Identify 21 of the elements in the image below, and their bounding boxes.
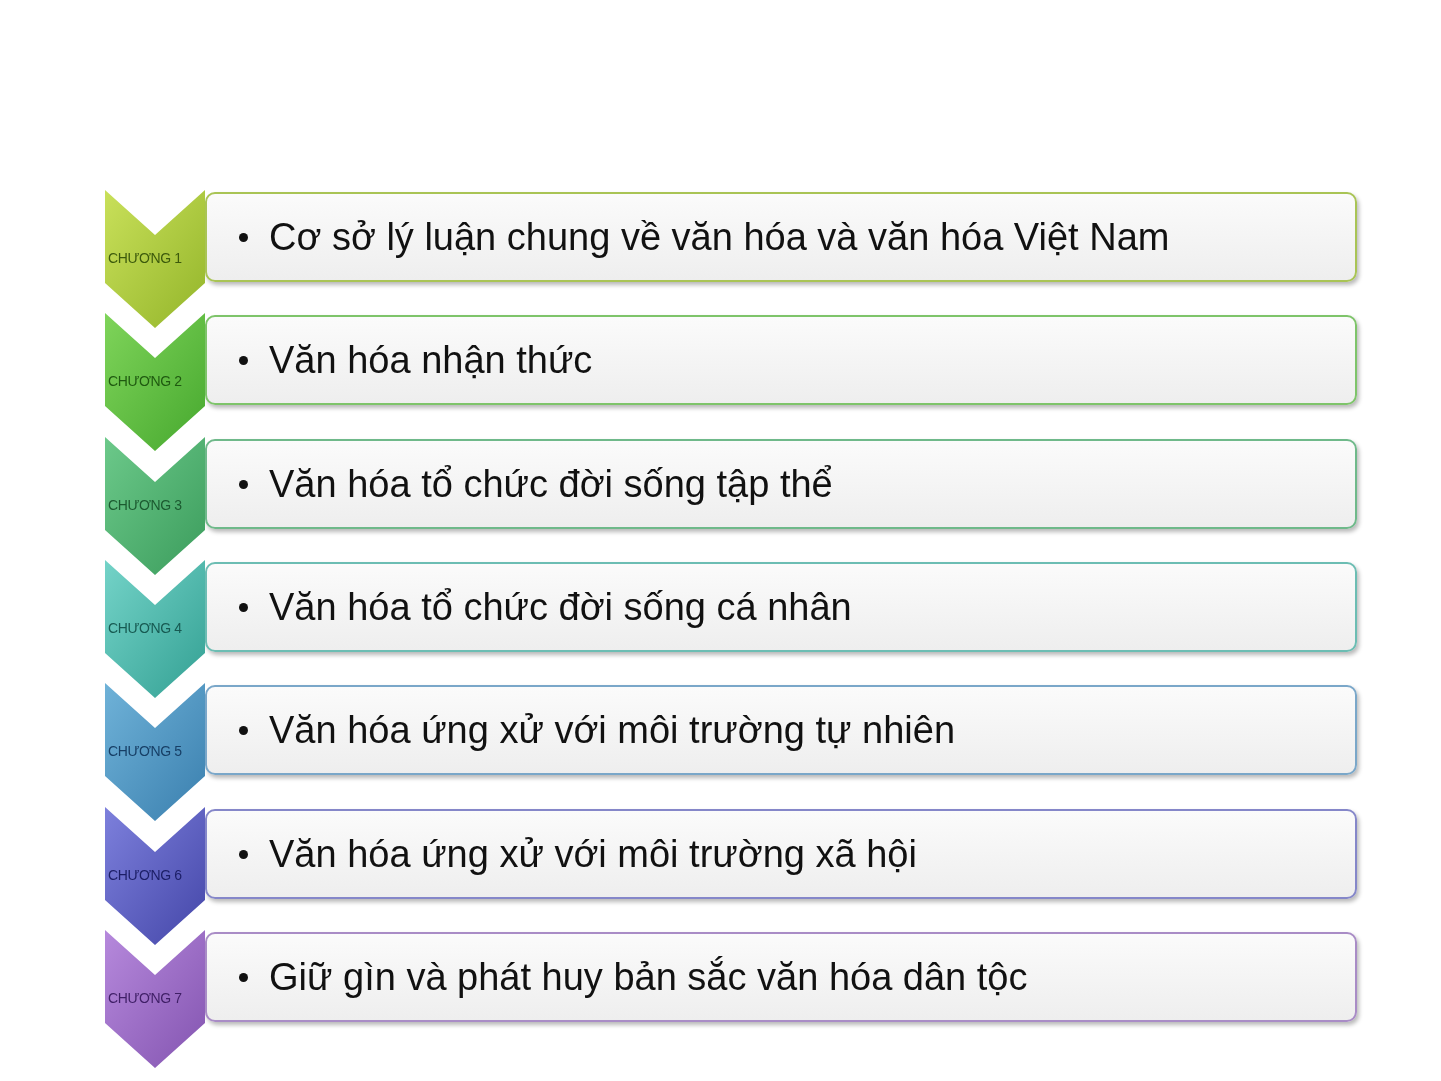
chapter-chevron-tab [105,437,205,575]
list-item-text: Văn hóa tổ chức đời sống cá nhân [269,585,852,629]
list-item-text: Văn hóa ứng xử với môi trường xã hội [269,832,917,876]
chapter-label: CHƯƠNG 5 [108,743,182,759]
chapter-label: CHƯƠNG 2 [108,373,182,389]
chapter-label: CHƯƠNG 7 [108,990,182,1006]
chapter-label: CHƯƠNG 4 [108,620,182,636]
chapter-chevron-tab [105,930,205,1068]
list-item-text: Giữ gìn và phát huy bản sắc văn hóa dân tộc [269,955,1028,999]
chapter-chevron-tab [105,683,205,821]
list-item-text: Văn hóa nhận thức [269,338,593,382]
list-item-text: Văn hóa tổ chức đời sống tập thể [269,462,833,506]
chapter-chevron-tab [105,190,205,328]
chapter-label: CHƯƠNG 1 [108,250,182,266]
chapter-label: CHƯƠNG 3 [108,497,182,513]
chapter-chevron-tab [105,560,205,698]
chapter-chevron-tab [105,313,205,451]
list-item-text: Văn hóa ứng xử với môi trường tự nhiên [269,708,956,752]
chapter-label: CHƯƠNG 6 [108,867,182,883]
list-item-text: Cơ sở lý luận chung về văn hóa và văn hóa Việt Nam [269,215,1170,259]
chapter-chevron-tab [105,807,205,945]
